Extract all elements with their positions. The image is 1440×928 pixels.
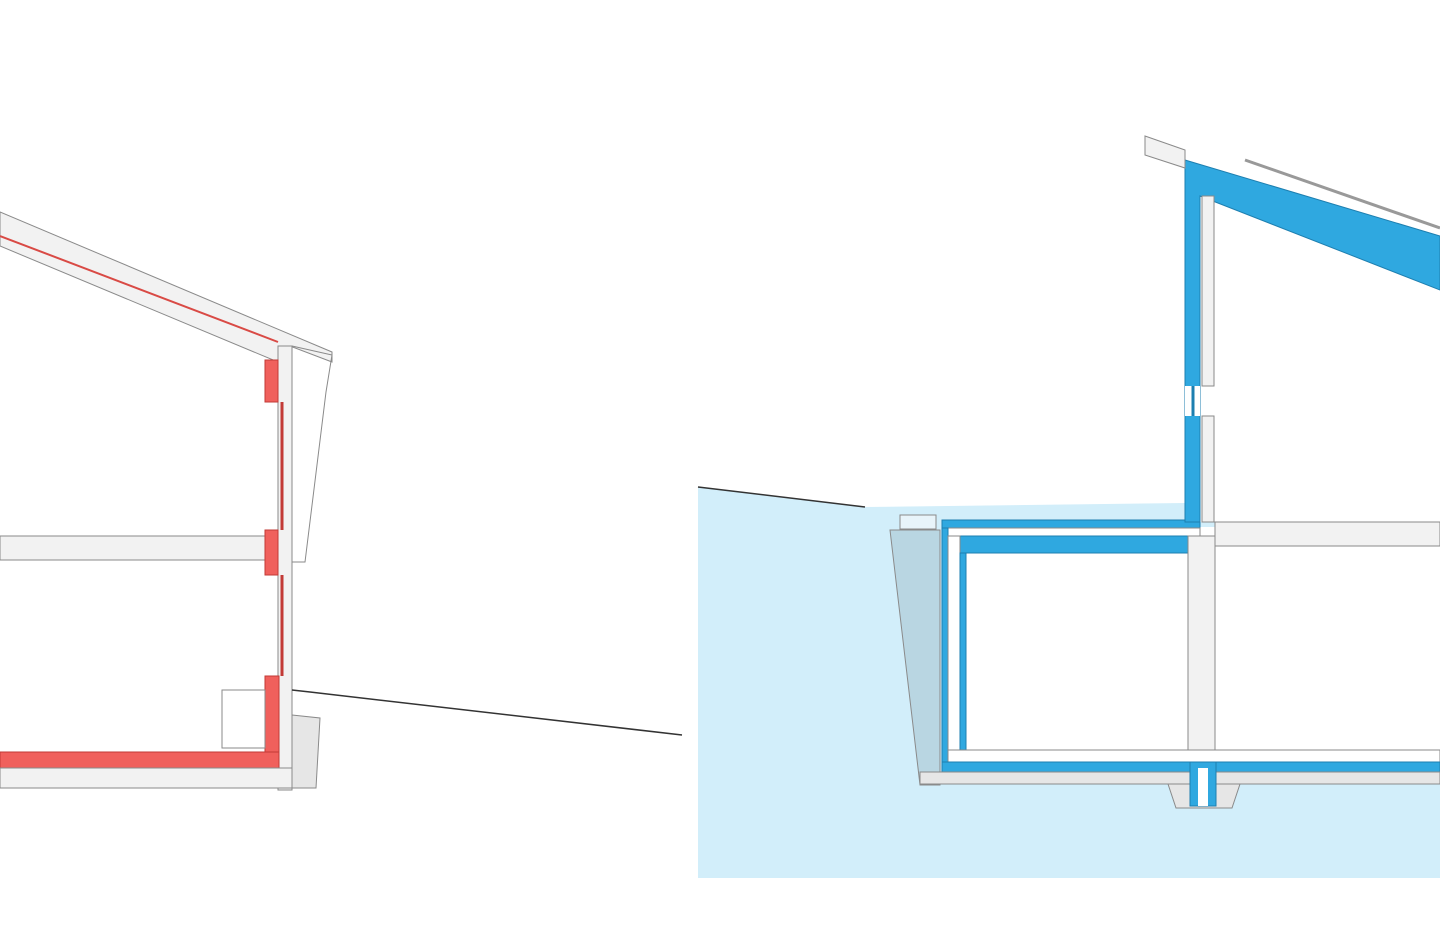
center-column: [1187, 535, 1216, 751]
basement-roof-insulation: [941, 519, 1201, 529]
ground-surface-line: [697, 486, 866, 508]
roof-covering: [1244, 158, 1440, 230]
basement-inner-insulation: [959, 535, 1201, 554]
left-eave-fascia: [291, 345, 333, 563]
basement-wall: [947, 535, 961, 751]
right-inner-lining-lower: [1201, 415, 1215, 523]
left-foundation: [0, 767, 293, 789]
left-footing-block: [291, 714, 321, 789]
retaining-wedge: [889, 529, 941, 786]
left-lower-wall-insulation: [264, 675, 280, 761]
left-mid-insulation: [264, 529, 279, 576]
left-ground-slab-insulation: [0, 751, 280, 769]
drain-box: [899, 514, 937, 530]
left-roof: [0, 211, 333, 363]
left-house-section: [0, 211, 333, 791]
right-basement-interior: [948, 527, 1215, 762]
left-upper-wall-insulation: [264, 359, 279, 403]
basement-floor-slab: [947, 749, 1440, 763]
right-floor-slab: [1214, 521, 1440, 547]
footing-core: [1198, 768, 1208, 806]
left-radiator: [221, 689, 266, 749]
left-outer-wall: [277, 345, 293, 791]
basement-inner-wall-insulation: [959, 552, 967, 751]
detail-connector-line: [291, 689, 683, 736]
basement-roof-slab: [941, 527, 1201, 537]
basement-foundation: [919, 771, 1440, 785]
left-roof-insulation: [0, 235, 279, 343]
gable-cap: [1144, 135, 1186, 169]
right-house-section: [697, 135, 1440, 878]
right-interior-upper: [1215, 522, 1440, 762]
basement-outer-wall-insulation: [941, 527, 949, 773]
right-roof-insulation: [1184, 159, 1440, 523]
right-inner-lining-upper: [1201, 195, 1215, 387]
left-floor-slab: [0, 535, 266, 561]
